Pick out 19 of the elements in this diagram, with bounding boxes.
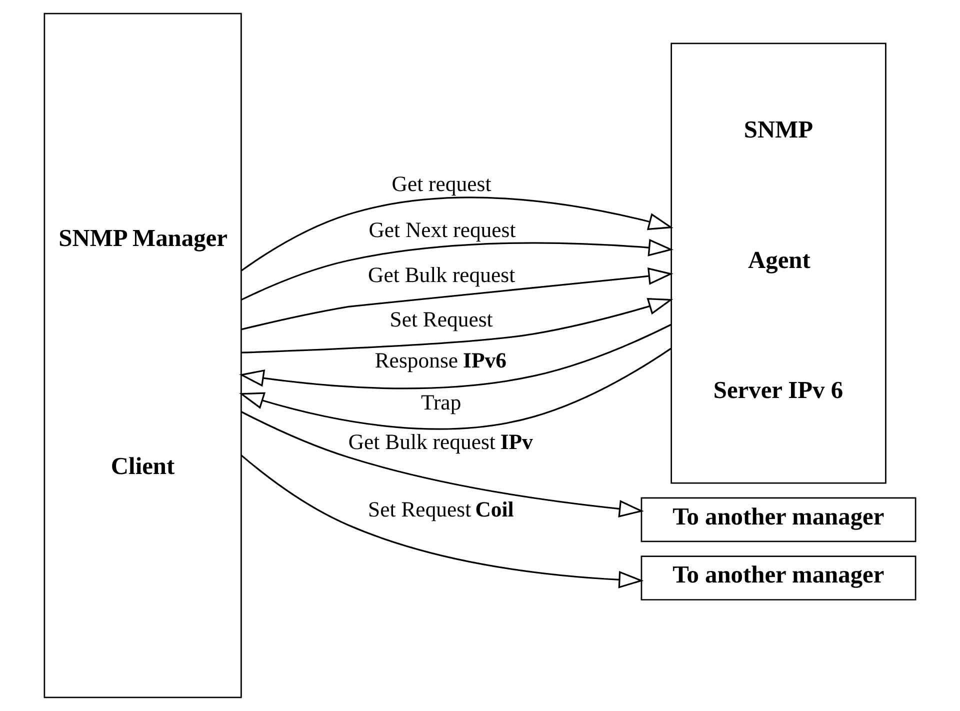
node-box: SNMP Agent Server IPv 6	[670, 42, 886, 484]
edge-label: Set Request	[390, 308, 493, 332]
arrow	[240, 454, 644, 588]
edge-label: Get Next request	[368, 218, 516, 242]
edge-label: Get Bulk request IPv	[348, 430, 533, 454]
arrow	[241, 267, 674, 330]
node-box: SNMP Manager Client	[44, 12, 242, 698]
node-box: To another manager	[640, 497, 916, 542]
arrow	[239, 348, 672, 430]
node-box: To another manager	[640, 556, 916, 600]
edge-label: Get request	[392, 172, 492, 196]
edge-label: Trap	[420, 390, 462, 415]
arrow	[241, 196, 674, 272]
edge-label: Get Bulk request	[368, 262, 516, 287]
arrow	[241, 298, 674, 354]
arrow	[239, 324, 672, 390]
edge-label: Set Request Coil	[368, 498, 514, 522]
edge-label: Response IPv6	[374, 348, 506, 372]
arrow	[240, 238, 674, 301]
